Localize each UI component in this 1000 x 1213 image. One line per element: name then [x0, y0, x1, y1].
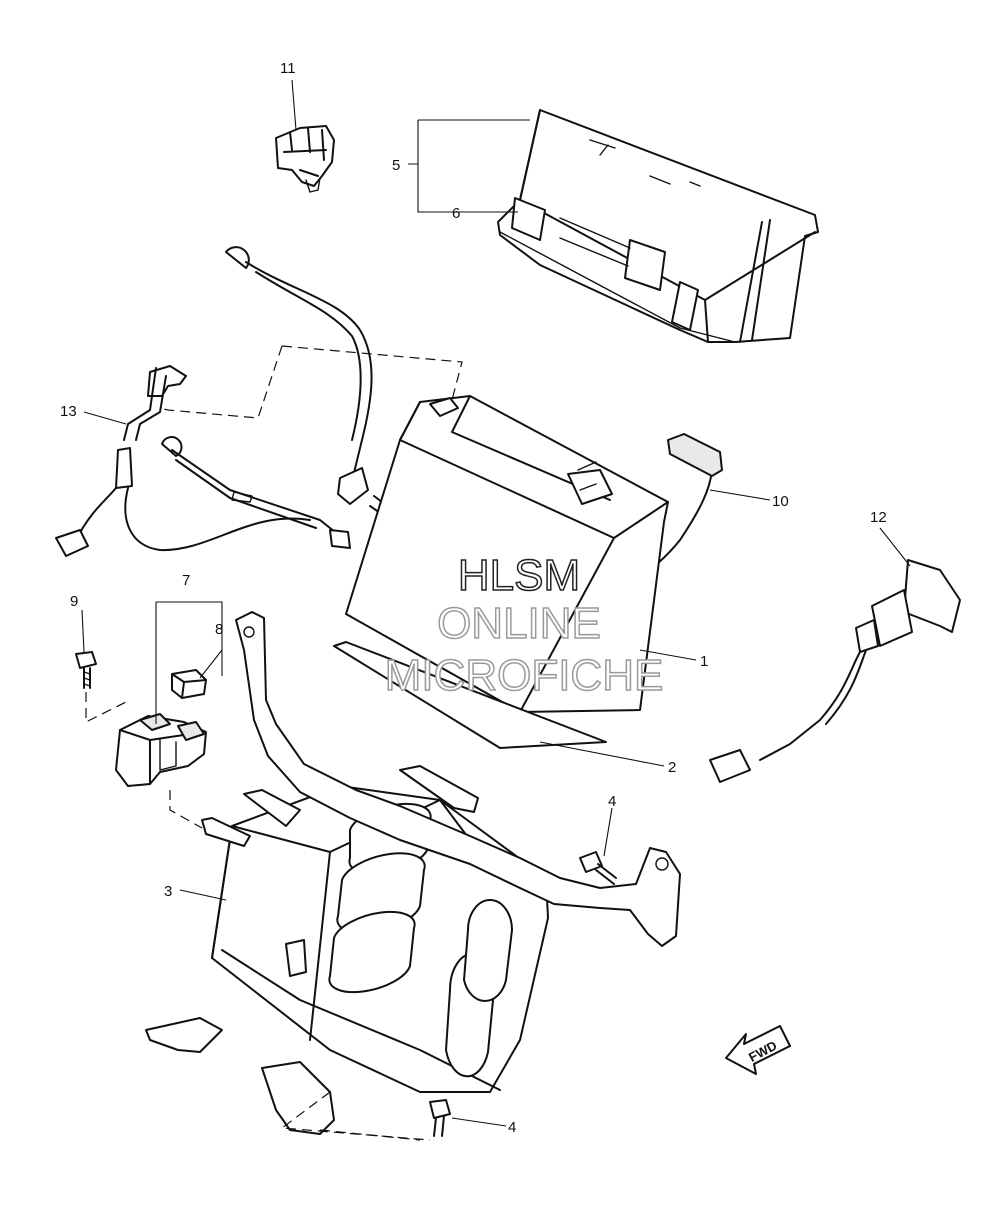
callout-11: 11	[280, 60, 296, 77]
bolt-part-4-upper	[579, 851, 617, 885]
bolt-part-4-lower	[429, 1099, 451, 1137]
starter-relay-part-7	[115, 713, 207, 787]
callout-9: 9	[70, 593, 78, 610]
callout-10: 10	[772, 493, 789, 510]
watermark-line-1: HLSM	[458, 551, 580, 600]
callout-8: 8	[215, 621, 223, 638]
callout-12: 12	[870, 509, 887, 526]
battery-cover-part-5	[497, 109, 819, 343]
accessory-socket-part-12	[709, 559, 961, 783]
callout-7: 7	[182, 572, 190, 589]
callout-5: 5	[392, 157, 400, 174]
clip-part-11	[275, 125, 335, 193]
fwd-direction-badge: FWD	[725, 1025, 791, 1075]
box-reference-lines	[280, 1091, 431, 1141]
callout-labels: 11 5 6 13 10 12 7 9 8 1 2 4 3 4	[60, 60, 887, 1136]
terminal-cap-part-10	[667, 433, 723, 477]
bolt-part-9	[75, 651, 97, 689]
callout-2: 2	[668, 759, 676, 776]
battery-band	[235, 611, 681, 947]
battery-part-1	[345, 395, 669, 713]
battery-box-part-3	[145, 765, 549, 1135]
arrow-forward-icon	[725, 1025, 791, 1075]
watermark: HLSM ONLINE MICROFICHE	[384, 550, 664, 701]
reference-lines	[159, 345, 463, 419]
fuse-holder-lead-part-13	[55, 365, 351, 557]
watermark-line-3: MICROFICHE	[385, 651, 664, 700]
callout-3: 3	[164, 883, 172, 900]
callout-4-lower: 4	[508, 1119, 516, 1136]
callout-6: 6	[452, 205, 460, 222]
watermark-line-2: ONLINE	[437, 599, 601, 648]
relay-reference-lines	[85, 692, 203, 829]
fuse-part-8	[171, 669, 207, 699]
battery-pad-part-2	[333, 641, 607, 749]
leader-lines	[81, 79, 911, 1127]
callout-4-upper: 4	[608, 793, 616, 810]
callout-13: 13	[60, 403, 77, 420]
callout-1: 1	[700, 653, 708, 670]
